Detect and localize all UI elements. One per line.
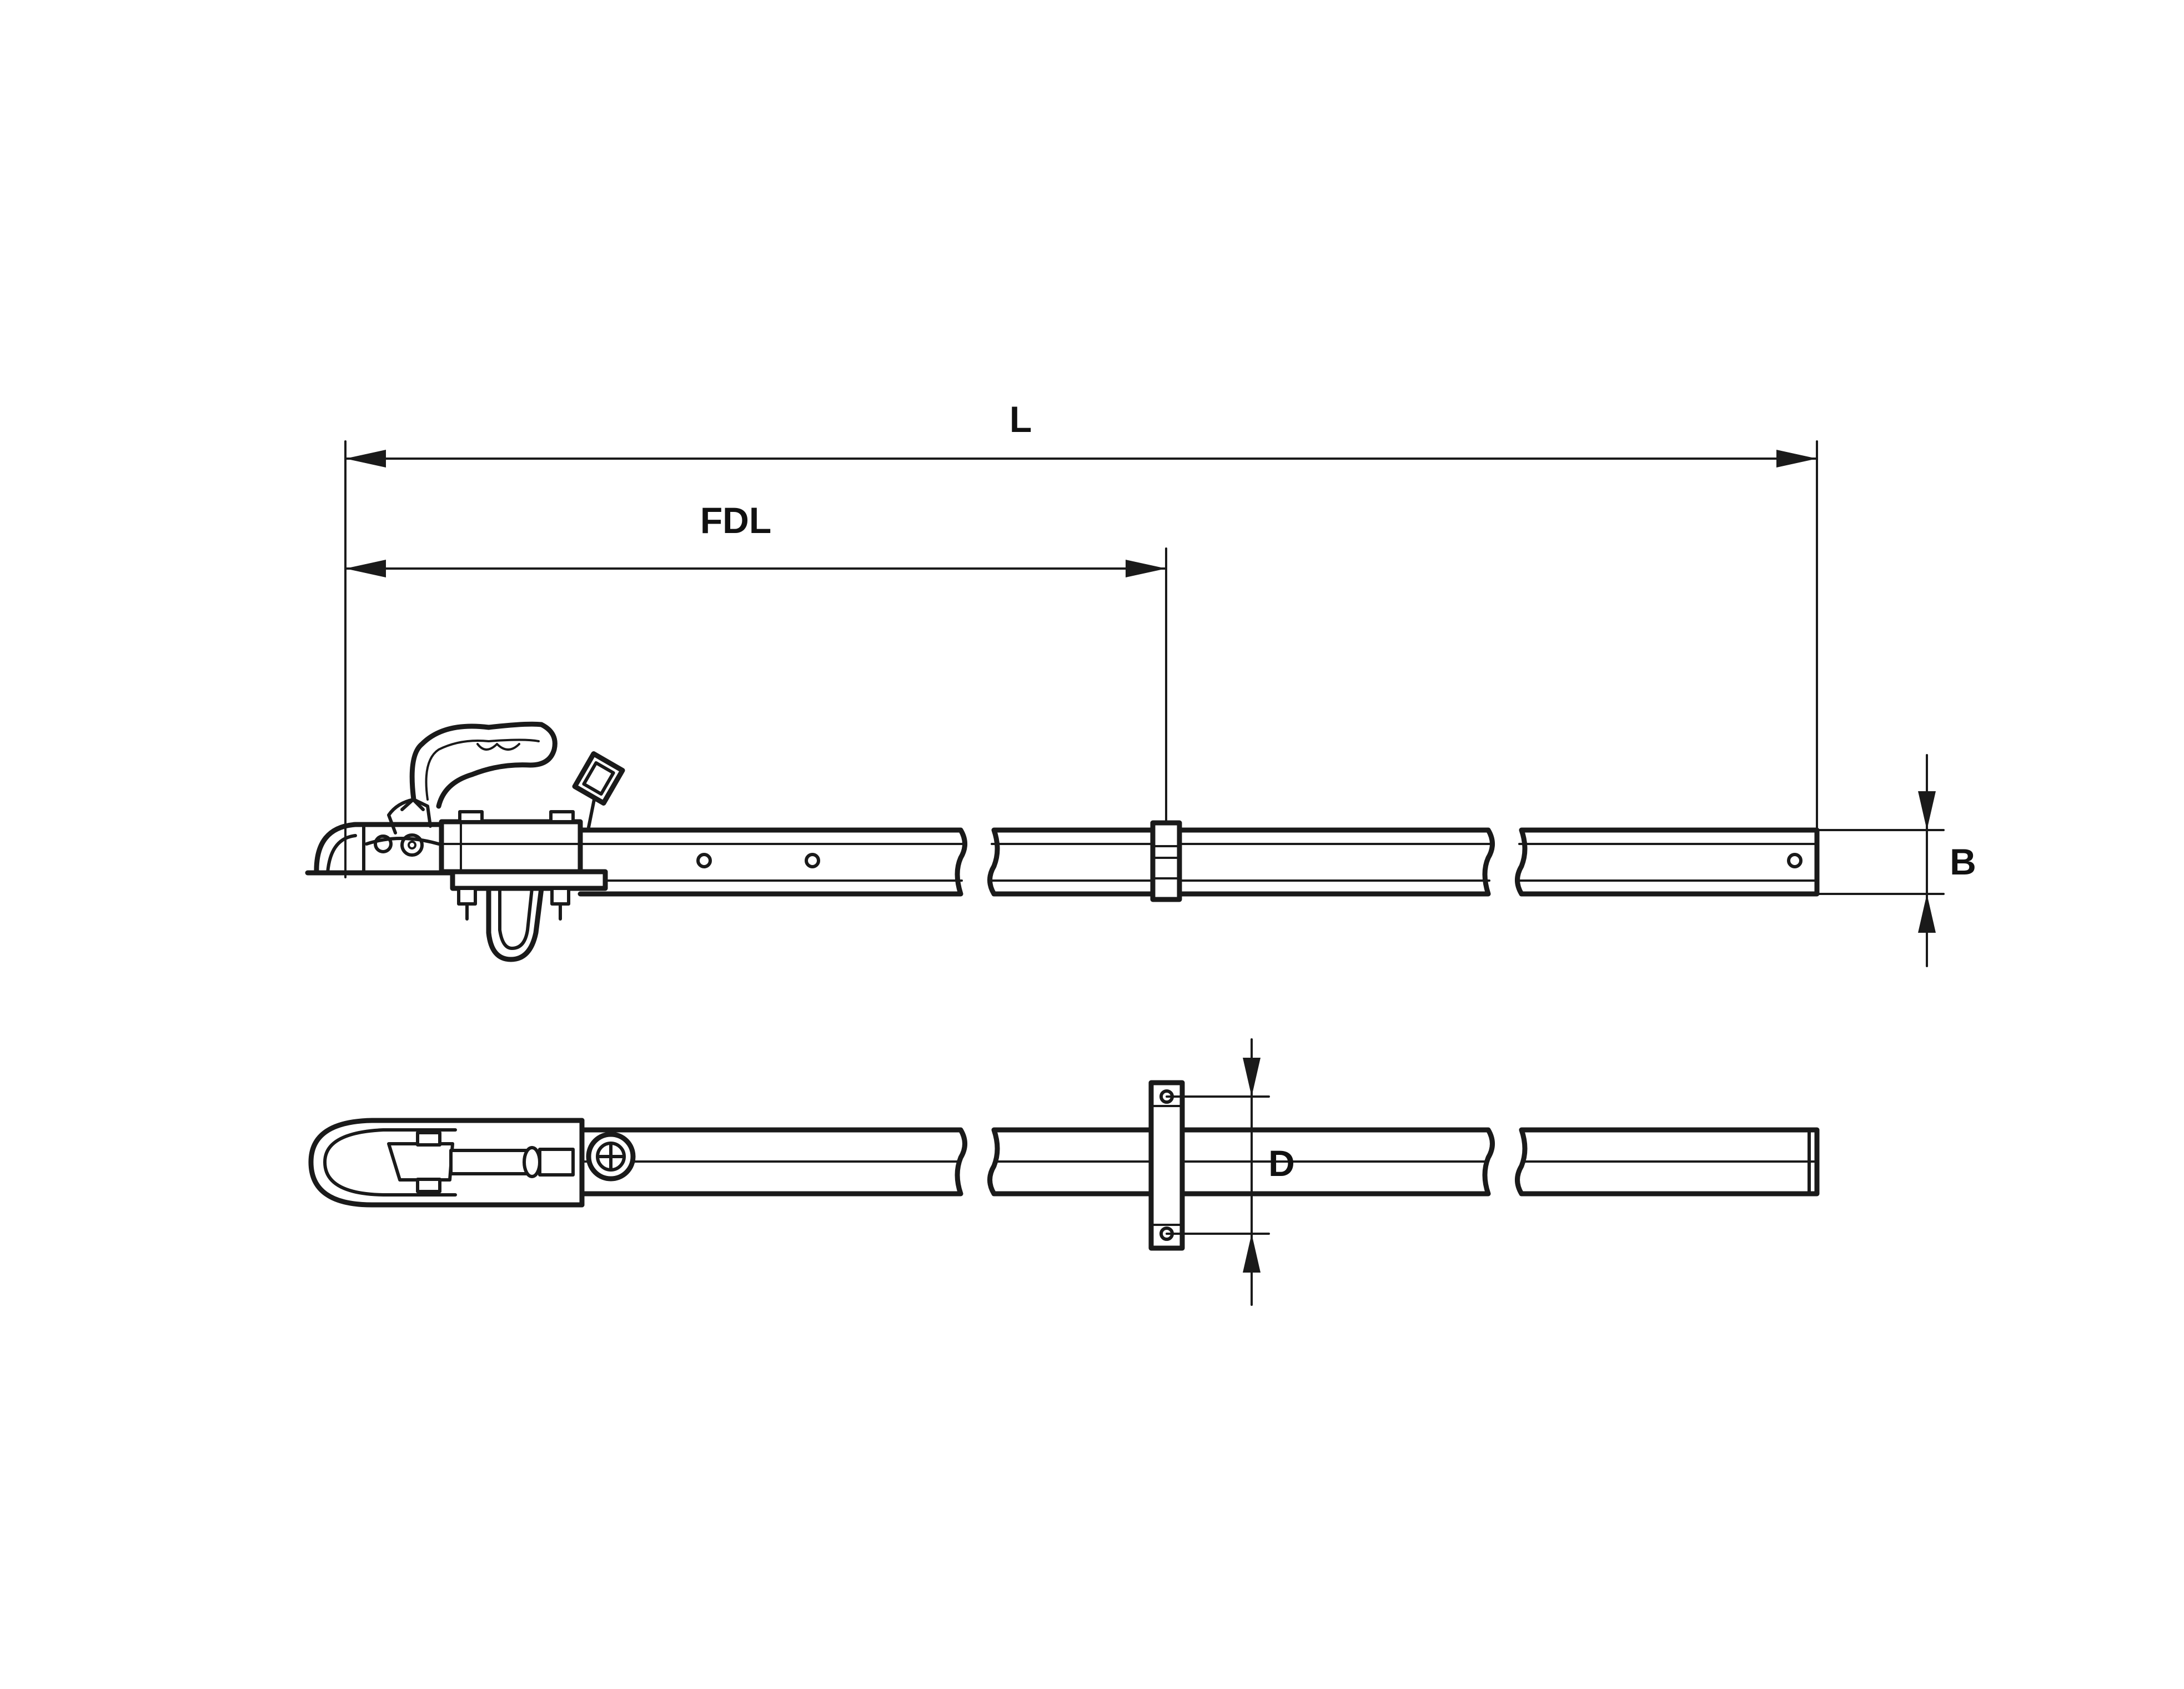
label-fdl: FDL [700,500,771,541]
dimension-fdl: FDL [344,500,1167,828]
dimension-d: D [1166,1038,1295,1306]
label-d: D [1268,1143,1295,1184]
coupling-housing-top [308,1118,585,1208]
beam-segment-1-top [580,1127,967,1197]
handle-grip [476,743,520,751]
arrowhead-top [1918,791,1936,830]
axle-clamp-side [1150,820,1182,902]
u-bolt-nut [457,887,477,906]
coupling-shell-inner [326,834,357,874]
coupling-socket [387,1142,454,1182]
label-l: L [1010,399,1032,440]
arrowhead-left [345,450,386,468]
coupling-shell [314,822,458,876]
arrowhead-left [345,560,386,577]
beam-segment-3 [1515,827,1820,897]
block-nut [549,810,575,823]
dimension-b: B [1816,754,1976,967]
u-bolt-inner [498,887,534,950]
coupling-collar [538,1148,575,1177]
mounting-block [439,819,583,874]
electrical-socket-side [572,751,625,829]
beam-segment-1 [578,827,967,897]
coupling-spring [523,1146,541,1178]
u-bolt [486,886,544,962]
arrowhead-bottom [1918,894,1936,933]
u-bolt-nut [550,887,570,906]
u-bolt-side [457,886,570,962]
arrowhead-bottom [1243,1234,1261,1273]
coupling-handle [409,721,558,809]
coupling-head-top [308,1118,585,1208]
arrowhead-right [1776,450,1817,468]
coupling-pin [374,835,393,853]
bolt-hole [696,853,712,868]
coupling-shaft [449,1149,530,1175]
bolt-hole [805,853,820,868]
coupling-pivot [400,833,424,857]
arrowhead-top [1243,1058,1261,1097]
beam-segment-3-top [1515,1127,1820,1197]
coupling-nut [416,1131,441,1147]
coupling-nut [416,1178,441,1193]
coupling-head-side [305,721,558,876]
coupling-pivot-center [408,841,416,849]
top-view [308,1080,1820,1251]
block-nut [458,810,484,823]
bolt-hole [1787,853,1803,868]
coupling-housing-inner [323,1128,457,1197]
clamp-body-top [1148,1080,1185,1251]
clamp-body [1150,820,1182,902]
mounting-plate [450,869,608,891]
socket-stem [587,798,596,829]
handle-contour [425,738,540,801]
electrical-socket-top [586,1132,636,1182]
mounting-block-side [439,810,608,891]
dimension-l: L [344,399,1818,889]
label-b: B [1950,841,1976,882]
socket-cover [582,761,615,796]
side-view [305,721,1820,962]
beam-segment-2 [987,827,1495,897]
beam-segment-2-top [987,1127,1495,1197]
arrowhead-right [1126,560,1166,577]
axle-clamp-top [1148,1080,1185,1251]
